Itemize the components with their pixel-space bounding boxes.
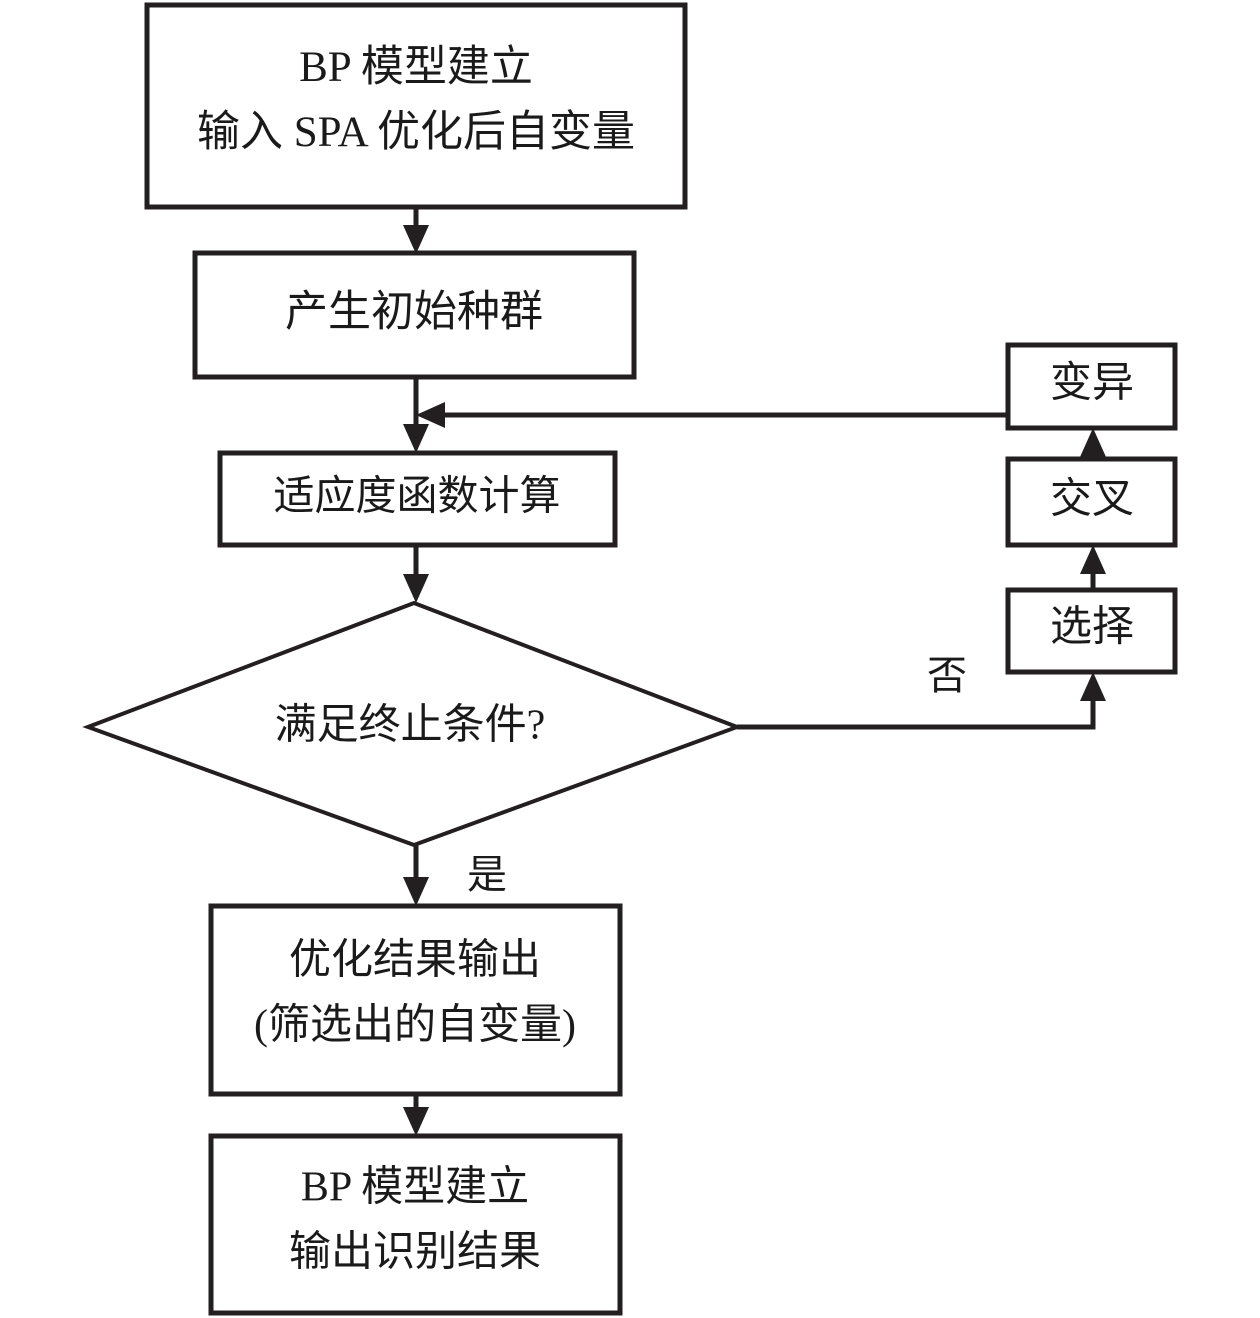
node-init-population[interactable]: 产生初始种群 [192, 250, 637, 380]
node-optimize-output[interactable]: 优化结果输出 (筛选出的自变量) [208, 903, 623, 1097]
edge-label-yes: 是 [467, 852, 507, 897]
node-init-population-label: 产生初始种群 [285, 289, 543, 336]
node-selection[interactable]: 选择 [1005, 587, 1178, 675]
node-optimize-output-line-2: (筛选出的自变量) [254, 1002, 576, 1049]
connector-bp-input-to-init-population [403, 207, 429, 254]
node-crossover[interactable]: 交叉 [1005, 456, 1178, 548]
node-selection-label: 选择 [1050, 605, 1134, 651]
node-mutation[interactable]: 变异 [1005, 342, 1178, 431]
connector-mutation-feedback-to-fitness [416, 402, 1008, 428]
connector-init-population-to-fitness [403, 377, 429, 453]
node-optimize-output-line-1: 优化结果输出 [289, 938, 541, 984]
connector-termination-no-to-selection [737, 672, 1106, 730]
node-bp-model-output-line-1: BP 模型建立 [301, 1164, 529, 1211]
connector-output-to-bp-model [403, 1094, 429, 1136]
node-bp-model-input[interactable]: BP 模型建立 输入 SPA 优化后自变量 [144, 2, 688, 210]
node-bp-model-input-line-1: BP 模型建立 [299, 44, 533, 91]
connector-termination-yes-to-output [403, 845, 429, 906]
node-fitness-calc[interactable]: 适应度函数计算 [217, 450, 618, 548]
node-bp-model-output[interactable]: BP 模型建立 输出识别结果 [208, 1133, 623, 1316]
node-termination-check-label: 满足终止条件? [275, 703, 546, 749]
node-bp-model-output-line-2: 输出识别结果 [289, 1230, 541, 1276]
node-crossover-label: 交叉 [1050, 476, 1134, 523]
connector-selection-to-crossover [1080, 545, 1106, 590]
node-termination-check[interactable]: 满足终止条件? [82, 600, 743, 848]
node-fitness-calc-label: 适应度函数计算 [274, 472, 561, 518]
edge-label-no: 否 [927, 653, 967, 698]
connector-fitness-to-termination [403, 545, 429, 603]
node-bp-model-input-line-2: 输入 SPA 优化后自变量 [197, 108, 635, 156]
node-mutation-label: 变异 [1050, 360, 1134, 407]
connector-crossover-to-mutation [1080, 428, 1106, 459]
